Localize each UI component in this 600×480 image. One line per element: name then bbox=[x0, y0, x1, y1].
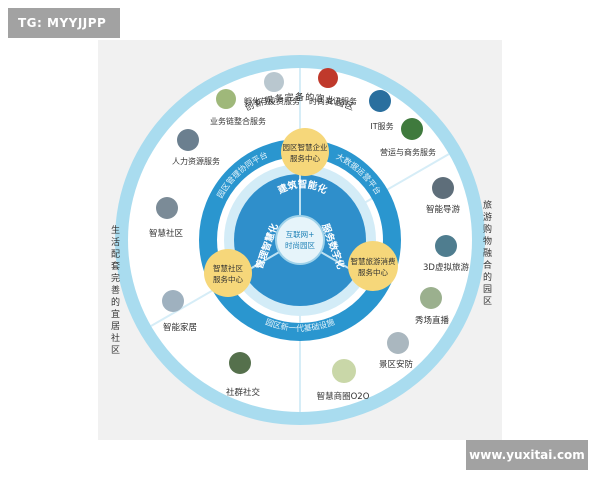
item-smart-community: 智慧社区 bbox=[149, 197, 184, 239]
hr-label: 人力资源服务 bbox=[172, 156, 220, 166]
social-label: 社群社交 bbox=[226, 387, 261, 398]
community-center-line-2: 服务中心 bbox=[213, 274, 243, 284]
live-show-icon bbox=[420, 287, 442, 309]
smart-home-icon bbox=[162, 290, 184, 312]
operations-label: 营运与商务服务 bbox=[380, 147, 436, 157]
item-incubation: 孵化与投资服务 bbox=[244, 72, 300, 106]
tour-3d-label: 3D虚拟旅游 bbox=[423, 262, 469, 273]
outer-ring-label-left: 生活配套完善的宜居社区 bbox=[109, 225, 119, 357]
item-social: 社群社交 bbox=[226, 352, 261, 398]
outer-ring-label-right: 旅游购物融合的园区 bbox=[481, 200, 491, 308]
smart-guide-label: 智能导游 bbox=[426, 204, 461, 215]
live-show-label: 秀场直播 bbox=[415, 315, 450, 326]
item-smart-district: 智慧商圈O2O bbox=[317, 359, 370, 402]
item-it: IT服务 bbox=[369, 90, 394, 131]
center-hub bbox=[275, 215, 325, 265]
community-service-center bbox=[204, 249, 252, 297]
item-tour-3d: 3D虚拟旅游 bbox=[423, 235, 469, 273]
security-icon bbox=[387, 332, 409, 354]
smart-community-icon bbox=[156, 197, 178, 219]
item-hr: 人力资源服务 bbox=[172, 129, 220, 166]
smart-district-icon bbox=[332, 359, 356, 383]
item-smart-home: 智能家居 bbox=[162, 290, 197, 333]
incubation-icon bbox=[264, 72, 284, 92]
watermark-bottom-right: www.yuxitai.com bbox=[466, 440, 588, 470]
smart-community-label: 智慧社区 bbox=[149, 228, 184, 239]
it-icon bbox=[369, 90, 391, 112]
news-icon bbox=[318, 68, 338, 88]
item-security: 景区安防 bbox=[379, 332, 414, 370]
item-live-show: 秀场直播 bbox=[415, 287, 450, 326]
item-operations: 营运与商务服务 bbox=[380, 118, 436, 157]
sector-label-building: 建筑智能化 bbox=[275, 179, 330, 197]
enterprise-center-line-2: 服务中心 bbox=[290, 153, 320, 163]
item-smart-guide: 智能导游 bbox=[426, 177, 461, 215]
news-label: 时尚资讯服务 bbox=[309, 96, 357, 106]
incubation-label: 孵化与投资服务 bbox=[244, 96, 300, 106]
item-news: 时尚资讯服务 bbox=[309, 68, 357, 106]
tourism-service-center bbox=[348, 241, 398, 291]
smart-home-label: 智能家居 bbox=[163, 322, 197, 333]
hr-icon bbox=[177, 129, 199, 151]
social-icon bbox=[229, 352, 251, 374]
smart-district-label: 智慧商圈O2O bbox=[317, 391, 370, 402]
smart-guide-icon bbox=[432, 177, 454, 199]
tourism-center-line-2: 服务中心 bbox=[358, 267, 388, 277]
business-chain-icon bbox=[216, 89, 236, 109]
enterprise-service-center bbox=[281, 128, 329, 176]
tourism-center-line-1: 智慧旅游消费 bbox=[351, 256, 396, 266]
enterprise-center-line-1: 园区智慧企业 bbox=[283, 142, 328, 152]
it-label: IT服务 bbox=[370, 121, 393, 131]
business-chain-label: 业务链整合服务 bbox=[210, 116, 266, 126]
hub-line-1: 互联网+ bbox=[286, 230, 315, 239]
watermark-top-left: TG: MYYJJPP bbox=[8, 8, 120, 38]
hub-line-2: 时尚园区 bbox=[285, 240, 315, 250]
item-business-chain: 业务链整合服务 bbox=[210, 89, 266, 126]
operations-icon bbox=[401, 118, 423, 140]
community-center-line-1: 智慧社区 bbox=[213, 263, 243, 273]
tour-3d-icon bbox=[435, 235, 457, 257]
security-label: 景区安防 bbox=[379, 359, 414, 370]
